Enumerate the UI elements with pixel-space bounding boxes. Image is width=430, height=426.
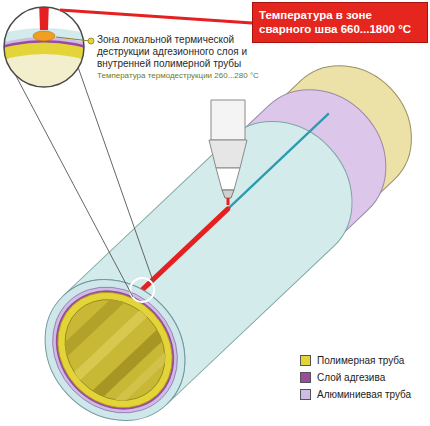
welding-torch	[209, 100, 247, 205]
box-text: Температура в зоне сварного шва 660...18…	[259, 8, 421, 37]
polymer-ring	[34, 269, 196, 426]
detail-circle	[125, 273, 159, 307]
temperature-box: Температура в зоне сварного шва 660...18…	[252, 2, 428, 43]
zoom-line	[78, 67, 153, 281]
bore-stripes	[44, 266, 203, 423]
legend-row: Алюминиевая труба	[300, 389, 411, 400]
zoom-line	[16, 76, 133, 297]
legend-text: Слой адгезива	[317, 372, 385, 383]
legend-row: Полимерная труба	[300, 355, 404, 366]
adhesive-ring	[31, 266, 198, 426]
outer-ring	[16, 251, 214, 426]
magnifier-ring	[4, 7, 84, 87]
legend-text: Полимерная труба	[317, 355, 404, 366]
legend-swatch	[300, 372, 311, 383]
zone-leader	[56, 37, 90, 41]
zone-note: Зона локальной термической деструкции ад…	[97, 34, 289, 70]
weld-seam-hot	[142, 209, 228, 290]
temperature-leader	[60, 10, 252, 23]
legend-swatch	[300, 389, 311, 400]
temperature-note: Температура термодеструкции 260...280 °C	[97, 71, 297, 81]
aluminium-ring	[27, 261, 203, 426]
legend-swatch	[300, 355, 311, 366]
pipe	[16, 34, 430, 426]
legend-text: Алюминиевая труба	[317, 389, 411, 400]
zone-marker	[88, 38, 94, 44]
legend-row: Слой адгезива	[300, 372, 385, 383]
